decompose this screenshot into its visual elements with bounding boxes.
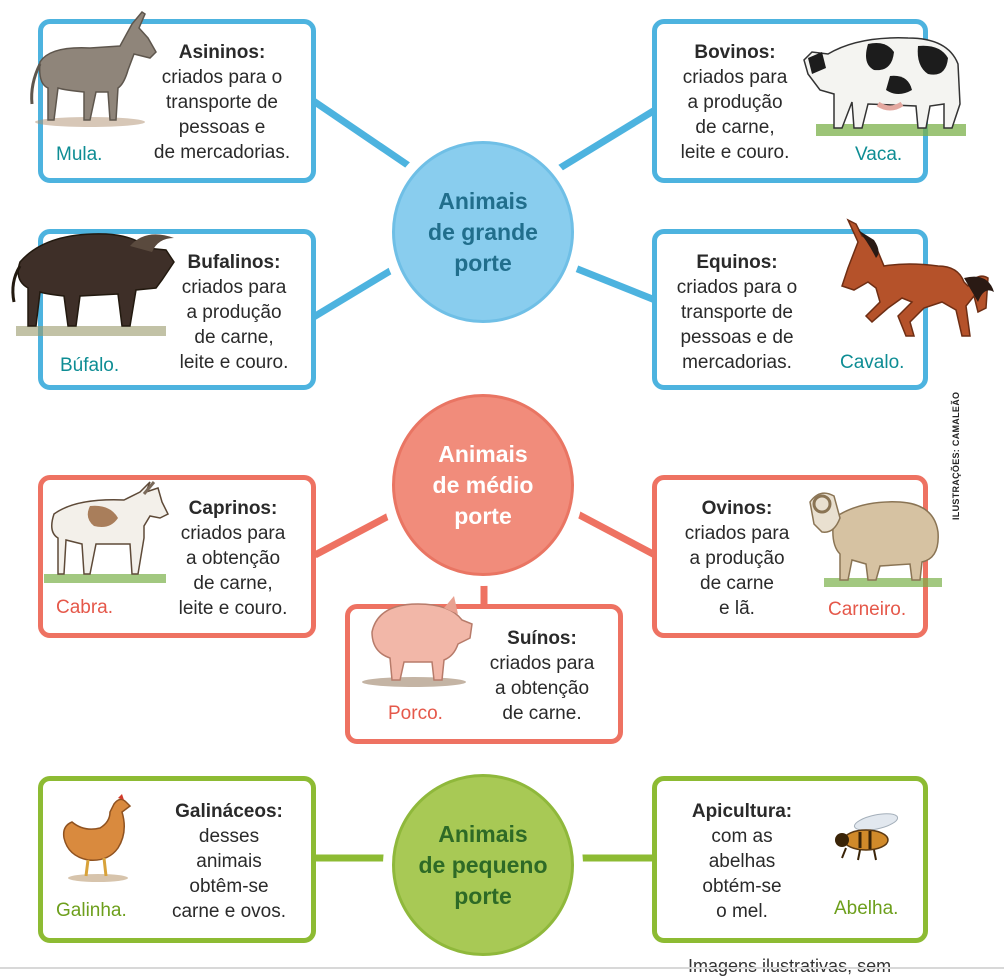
bottom-divider [0,967,1004,969]
desc-ovinos-2: a produção [689,548,785,569]
title-caprinos: Caprinos: [188,498,278,519]
title-ovinos: Ovinos: [701,498,773,519]
desc-apicultura-1: com as [711,826,773,847]
text-caprinos: Caprinos: criados para a obtenção de car… [165,496,301,621]
title-apicultura: Apicultura: [691,801,793,822]
sheep-illustration [809,492,942,587]
illustration-credit: ILUSTRAÇÕES: CAMALEÃO [951,390,965,520]
desc-equinos-3: pessoas e de [680,327,794,348]
horse-illustration [841,218,994,337]
desc-suinos-1: criados para [489,653,595,674]
desc-asininos-2: transporte de [166,92,278,113]
hub-large-line2: de grande [428,218,538,245]
label-bufalo: Búfalo. [60,355,120,376]
hub-medium-animals: Animais de médio porte [392,394,574,576]
label-cavalo: Cavalo. [840,352,905,373]
text-equinos: Equinos: criados para o transporte de pe… [664,250,810,375]
title-bufalinos: Bufalinos: [187,252,281,273]
text-galinaceos: Galináceos: desses animais obtêm-se carn… [158,799,300,924]
link-caprinos [313,506,402,559]
text-asininos: Asininos: criados para o transporte de p… [146,40,298,165]
desc-equinos-2: transporte de [681,302,793,323]
hub-medium-line2: de médio [432,471,534,498]
credit-text: ILUSTRAÇÕES: CAMALEÃO [951,391,961,520]
buffalo-illustration [11,233,175,336]
text-ovinos: Ovinos: criados para a produção de carne… [668,496,806,621]
hub-large-line3: porte [454,249,512,276]
bee-illustration [835,813,899,861]
pig-illustration [362,596,473,687]
hub-small-animals: Animais de pequeno porte [392,774,574,956]
title-asininos: Asininos: [178,42,266,63]
desc-bufalinos-3: de carne, [194,327,274,348]
title-suinos: Suínos: [507,628,577,649]
desc-bovinos-2: a produção [687,92,783,113]
desc-apicultura-2: abelhas [708,851,776,872]
desc-caprinos-4: leite e couro. [178,598,288,619]
desc-suinos-3: de carne. [502,703,582,724]
desc-caprinos-2: a obtenção [185,548,281,569]
desc-asininos-1: criados para o [161,67,283,88]
desc-bufalinos-4: leite e couro. [179,352,289,373]
hub-large-line1: Animais [438,187,528,214]
goat-illustration [44,481,170,583]
desc-ovinos-3: de carne [700,573,774,594]
desc-bufalinos-2: a produção [186,302,282,323]
desc-suinos-2: a obtenção [494,678,590,699]
desc-bufalinos-1: criados para [181,277,287,298]
card-apicultura [652,776,928,943]
label-vaca: Vaca. [855,144,903,165]
desc-bovinos-1: criados para [682,67,788,88]
chicken-illustration [62,794,132,882]
text-bovinos: Bovinos: criados para a produção de carn… [668,40,802,165]
title-bovinos: Bovinos: [694,42,776,63]
label-mula: Mula. [56,144,103,165]
desc-bovinos-3: de carne, [695,117,775,138]
desc-equinos-4: mercadorias. [682,352,792,373]
desc-equinos-1: criados para o [676,277,798,298]
text-apicultura: Apicultura: com as abelhas obtém-se o me… [674,799,810,924]
hub-medium-line1: Animais [438,440,528,467]
label-porco: Porco. [388,703,443,724]
desc-apicultura-3: obtém-se [702,876,782,897]
title-galinaceos: Galináceos: [175,801,283,822]
desc-galinaceos-3: obtêm-se [189,876,269,897]
hub-small-line2: de pequeno [418,851,548,878]
label-cabra: Cabra. [56,597,114,618]
link-asininos [310,97,414,171]
title-equinos: Equinos: [696,252,778,273]
desc-asininos-4: de mercadorias. [153,142,291,163]
label-abelha: Abelha. [834,898,899,919]
hub-medium-line3: porte [454,502,512,529]
text-suinos: Suínos: criados para a obtenção de carne… [476,626,608,726]
desc-ovinos-4: e lã. [719,598,755,619]
desc-galinaceos-4: carne e ovos. [171,901,287,922]
text-bufalinos: Bufalinos: criados para a produção de ca… [168,250,300,375]
mule-illustration [30,11,157,127]
label-galinha: Galinha. [56,900,127,921]
desc-apicultura-4: o mel. [716,901,768,922]
label-carneiro: Carneiro. [828,599,907,620]
hub-small-line1: Animais [438,820,528,847]
desc-asininos-3: pessoas e [178,117,266,138]
desc-bovinos-4: leite e couro. [680,142,790,163]
desc-caprinos-1: criados para [180,523,286,544]
link-ovinos [568,506,657,559]
link-bovinos [558,107,657,171]
desc-caprinos-3: de carne, [193,573,273,594]
cow-illustration [803,37,966,136]
hub-small-line3: porte [454,882,512,909]
desc-ovinos-1: criados para [684,523,790,544]
desc-galinaceos-2: animais [196,851,262,872]
hub-large-animals: Animais de grande porte [392,141,574,323]
desc-galinaceos-1: desses [198,826,260,847]
